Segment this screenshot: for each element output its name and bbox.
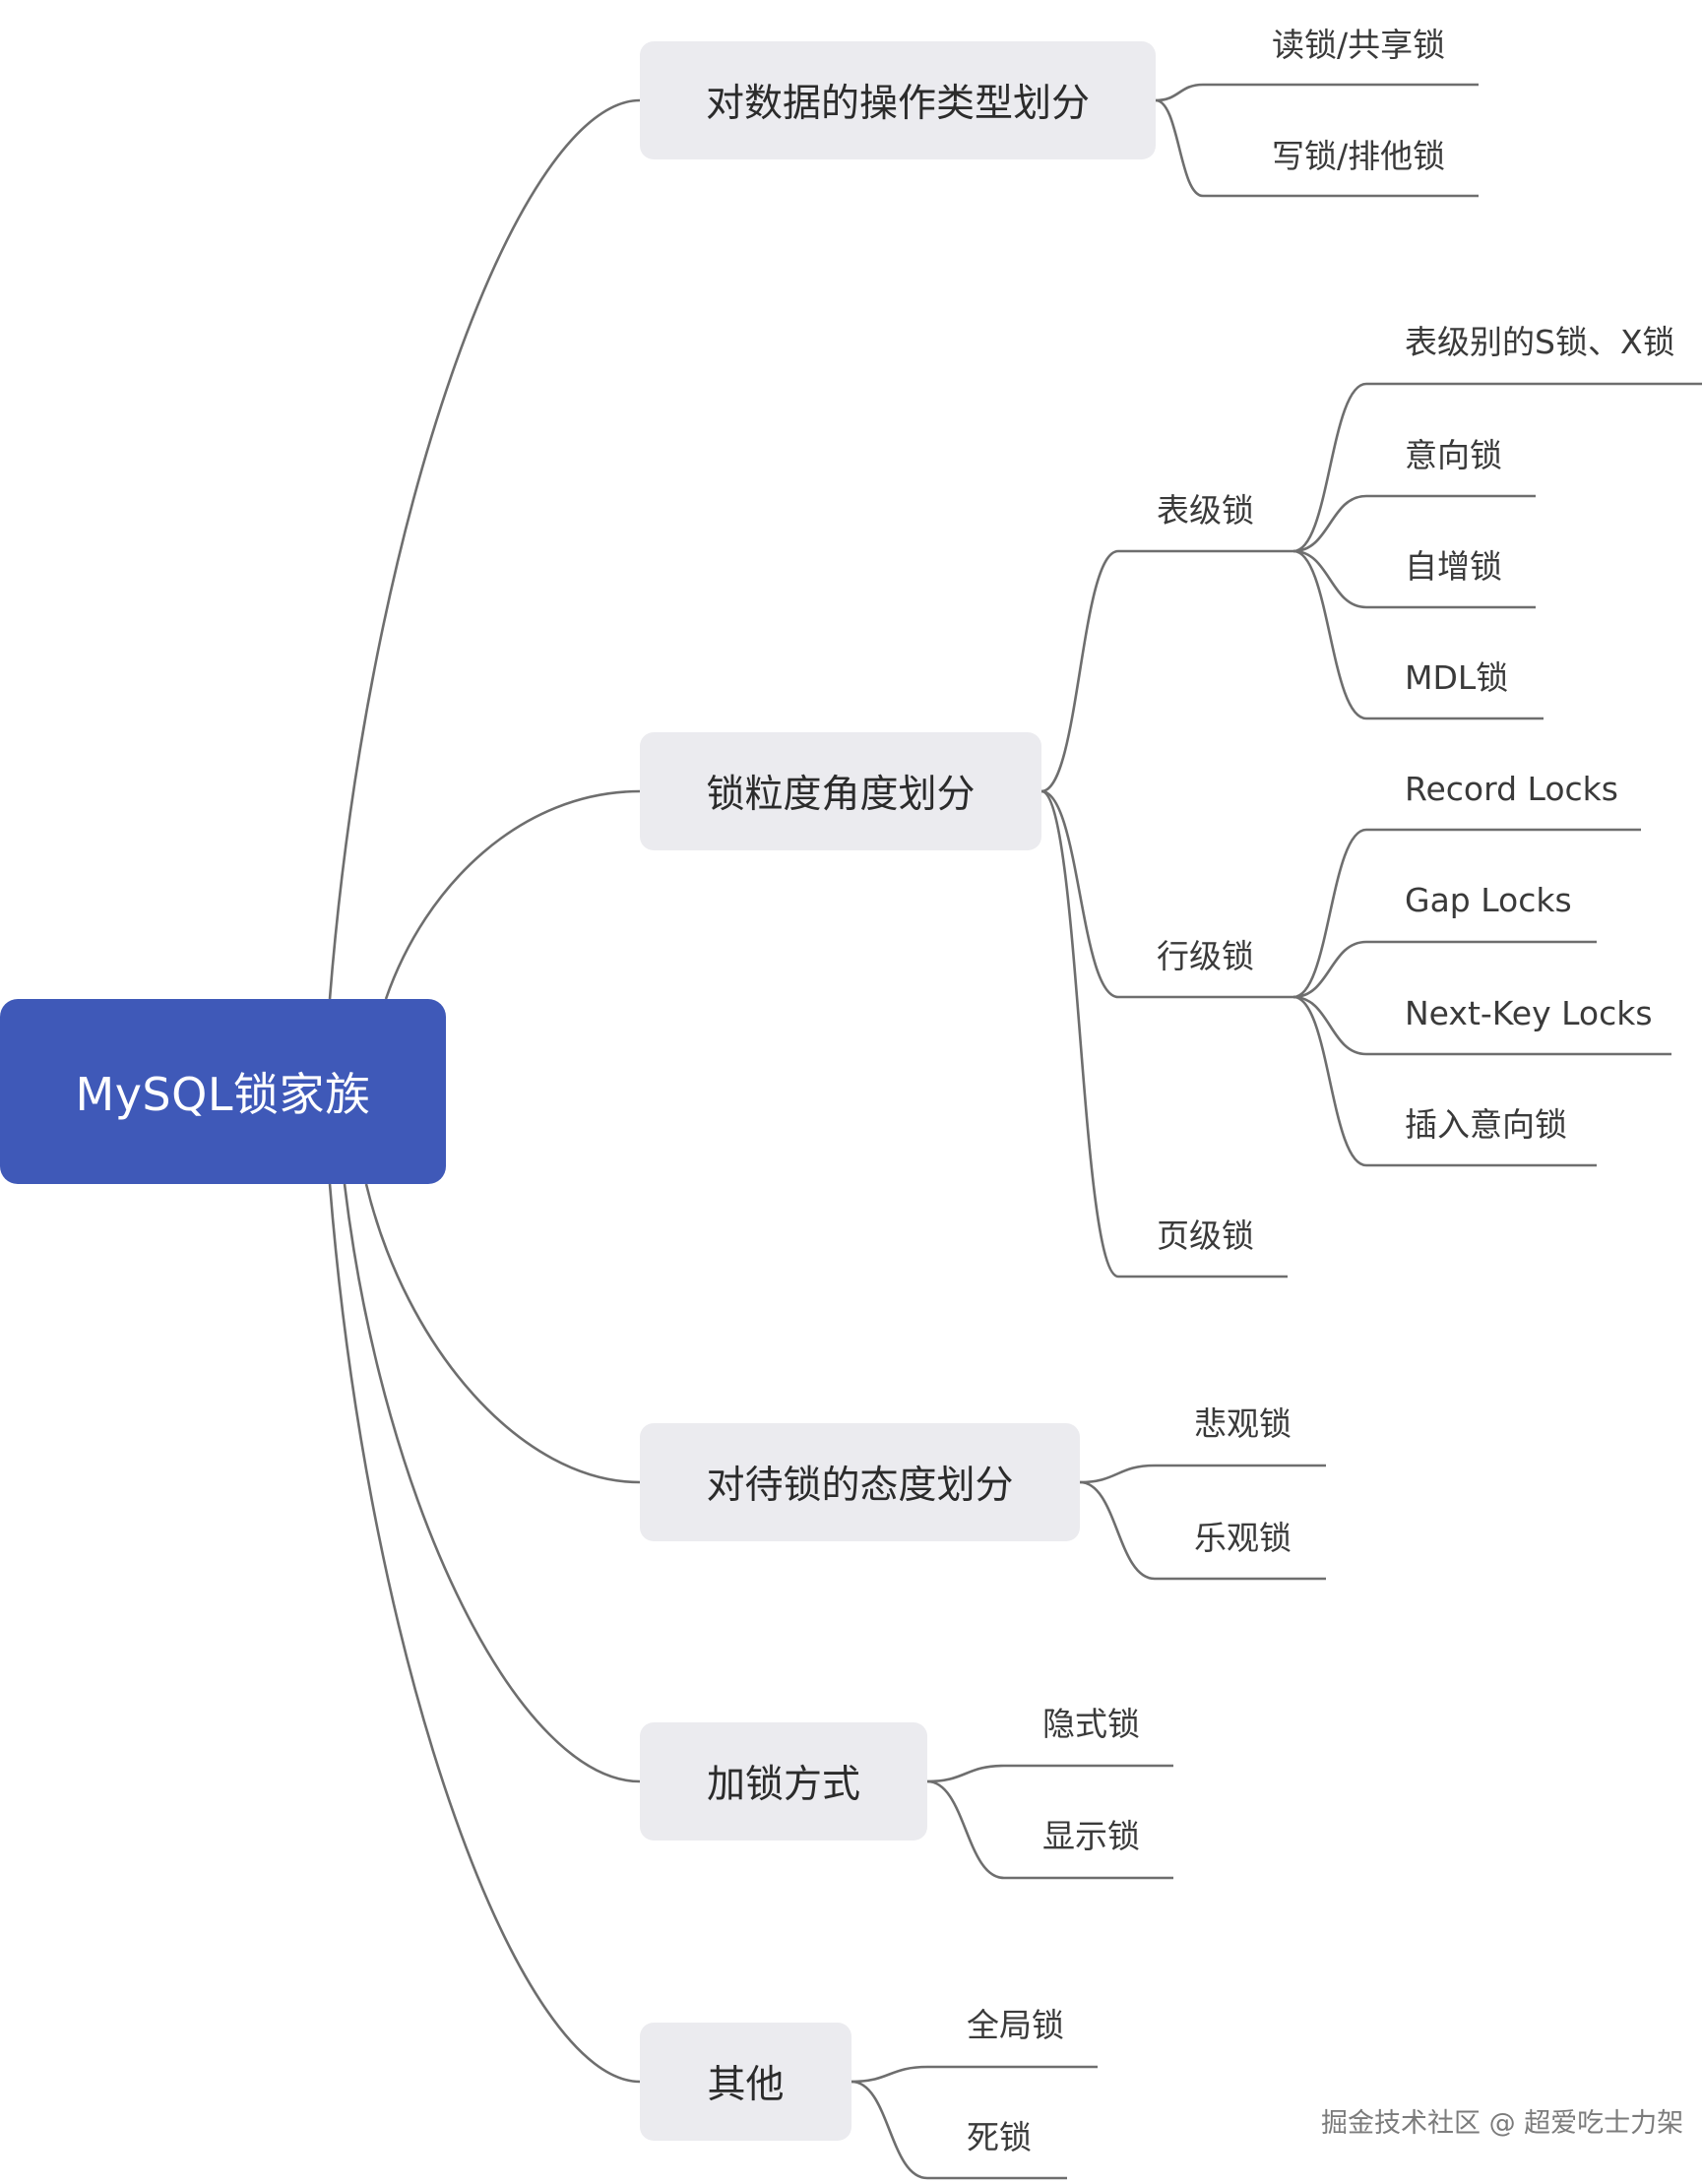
leaf-gap-locks[interactable]: Gap Locks [1405, 881, 1572, 919]
leaf-deadlock[interactable]: 死锁 [967, 2118, 1032, 2156]
link-op-read [1155, 83, 1479, 102]
link-root-other [328, 1183, 641, 2084]
link-gran-table [1040, 549, 1293, 793]
leaf-global-lock[interactable]: 全局锁 [967, 2006, 1064, 2044]
link-root-attitude [364, 1183, 641, 1484]
link-root-operation [328, 98, 641, 1000]
branch-granularity[interactable]: 锁粒度角度划分 [640, 732, 1041, 850]
link-table-autoinc [1292, 549, 1536, 609]
leaf-explicit-lock[interactable]: 显示锁 [1042, 1817, 1140, 1855]
link-root-granularity [384, 789, 641, 1000]
branch-locking-way[interactable]: 加锁方式 [640, 1722, 927, 1841]
leaf-optimistic-lock[interactable]: 乐观锁 [1194, 1519, 1292, 1557]
link-att-optimistic [1079, 1480, 1326, 1581]
link-table-intention [1292, 494, 1536, 553]
watermark: 掘金技术社区 @ 超爱吃士力架 [1321, 2108, 1684, 2139]
leaf-intention-lock[interactable]: 意向锁 [1405, 436, 1502, 474]
leaf-auto-inc-lock[interactable]: 自增锁 [1405, 547, 1502, 586]
link-gran-row [1040, 789, 1293, 999]
leaf-write-lock[interactable]: 写锁/排他锁 [1272, 137, 1446, 175]
leaf-read-lock[interactable]: 读锁/共享锁 [1272, 26, 1446, 64]
link-other-global [851, 2065, 1098, 2084]
leaf-pessimistic-lock[interactable]: 悲观锁 [1194, 1404, 1292, 1443]
leaf-page-lock[interactable]: 页级锁 [1157, 1217, 1254, 1255]
link-way-explicit [926, 1779, 1173, 1880]
link-table-mdl [1292, 549, 1544, 720]
link-op-write [1155, 98, 1479, 198]
node-table-lock[interactable]: 表级锁 [1157, 491, 1254, 530]
leaf-implicit-lock[interactable]: 隐式锁 [1042, 1705, 1140, 1743]
link-row-insert [1292, 995, 1597, 1167]
leaf-next-key-locks[interactable]: Next-Key Locks [1405, 994, 1653, 1032]
link-gran-page [1040, 789, 1288, 1279]
leaf-mdl-lock[interactable]: MDL锁 [1405, 658, 1509, 697]
link-table-sx [1292, 382, 1702, 553]
root-node[interactable]: MySQL锁家族 [0, 999, 446, 1184]
link-row-record [1292, 828, 1641, 999]
leaf-table-s-x-lock[interactable]: 表级别的S锁、X锁 [1405, 323, 1675, 361]
link-row-nextkey [1292, 995, 1671, 1056]
link-way-implicit [926, 1764, 1173, 1783]
leaf-insert-intention-lock[interactable]: 插入意向锁 [1405, 1105, 1567, 1144]
branch-operation-type[interactable]: 对数据的操作类型划分 [640, 41, 1156, 159]
branch-attitude[interactable]: 对待锁的态度划分 [640, 1423, 1080, 1541]
link-row-gap [1292, 940, 1597, 999]
leaf-record-locks[interactable]: Record Locks [1405, 770, 1618, 808]
link-root-locking-way [343, 1183, 641, 1783]
link-other-deadlock [851, 2080, 1067, 2180]
branch-other[interactable]: 其他 [640, 2023, 851, 2141]
link-att-pessimistic [1079, 1464, 1326, 1484]
node-row-lock[interactable]: 行级锁 [1157, 937, 1254, 975]
